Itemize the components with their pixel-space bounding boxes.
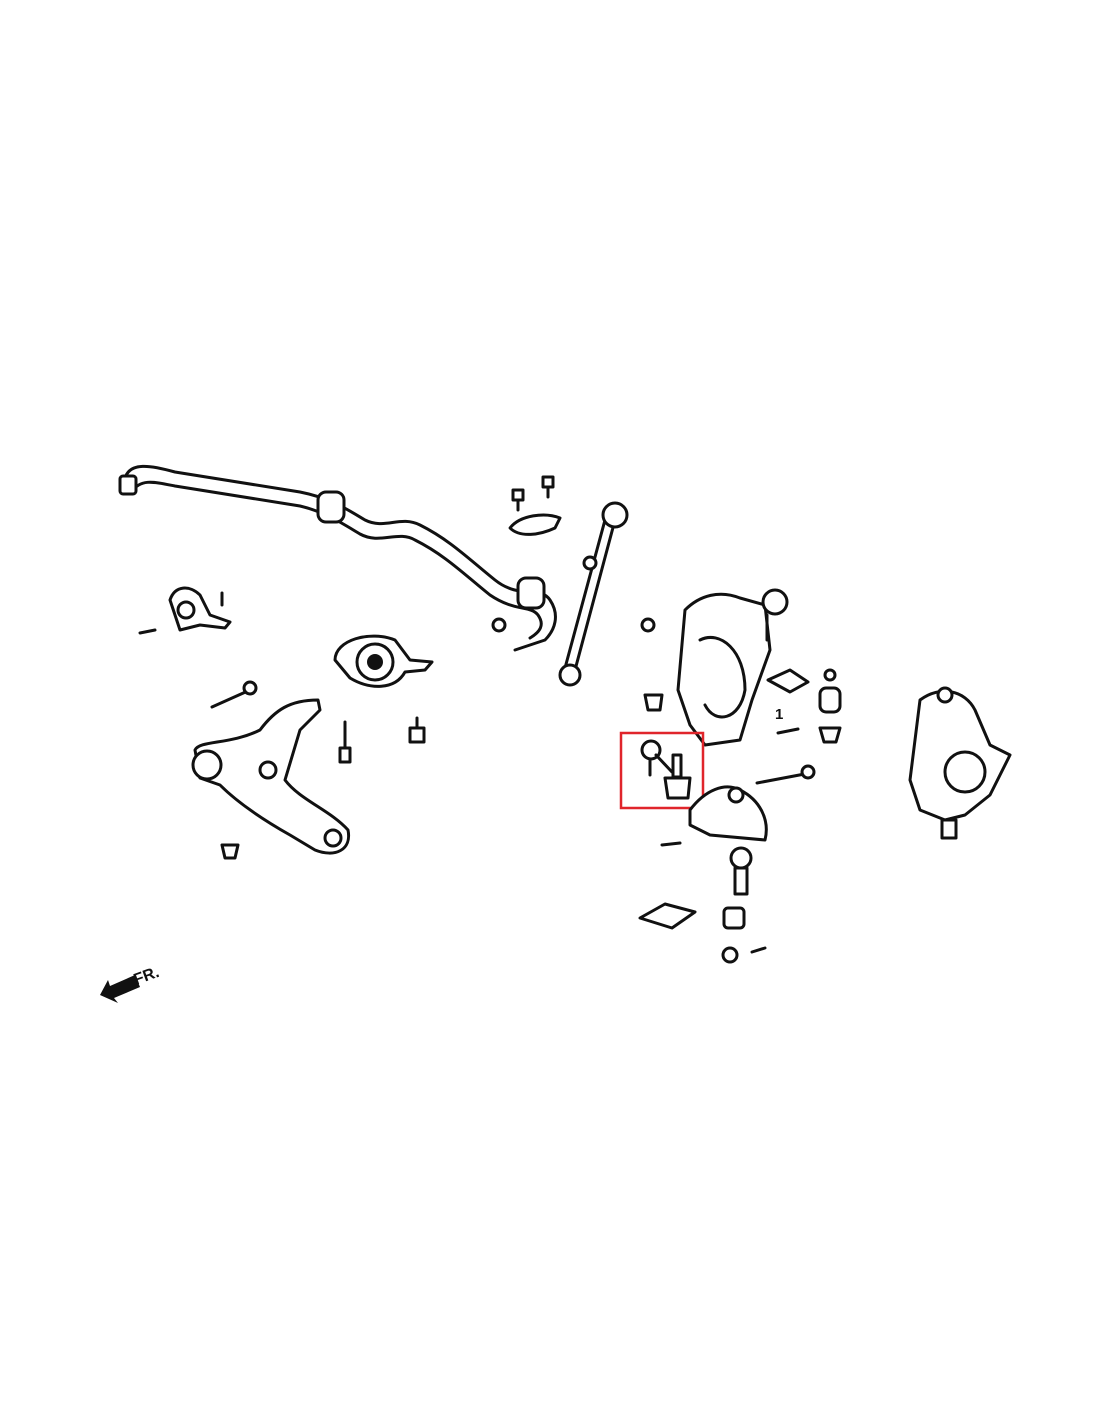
compliance-bracket bbox=[168, 586, 232, 632]
front-direction-indicator: FR. bbox=[100, 964, 162, 1003]
nut bbox=[721, 946, 767, 964]
ball-joint-boot bbox=[818, 668, 842, 744]
lower-control-arm bbox=[191, 698, 351, 855]
nut bbox=[640, 617, 656, 633]
stabilizer-link bbox=[558, 501, 629, 687]
bushing bbox=[722, 906, 746, 930]
shim bbox=[638, 902, 697, 930]
nut bbox=[491, 617, 507, 633]
arrow-left-icon bbox=[100, 975, 140, 1003]
bolt bbox=[210, 680, 258, 709]
bolt bbox=[660, 841, 682, 847]
bracket bbox=[508, 513, 562, 536]
bolt bbox=[755, 764, 816, 785]
upper-ball-joint bbox=[640, 739, 692, 800]
steering-knuckle bbox=[676, 588, 789, 747]
bolt bbox=[776, 727, 800, 735]
bolt bbox=[541, 475, 555, 499]
bolt bbox=[338, 720, 352, 764]
compliance-bushing bbox=[333, 634, 434, 688]
nut bbox=[582, 555, 598, 571]
shim bbox=[766, 668, 810, 694]
steering-knuckle-assembled bbox=[908, 686, 1012, 840]
nut bbox=[220, 843, 240, 860]
bolt bbox=[511, 488, 525, 512]
direction-label: FR. bbox=[132, 964, 162, 989]
nut bbox=[643, 693, 664, 712]
lower-ball-joint bbox=[729, 846, 753, 896]
stabilizer-bar bbox=[118, 464, 557, 652]
bolt bbox=[408, 716, 426, 744]
highlight-box bbox=[619, 731, 705, 810]
part-number-label: 1 bbox=[775, 706, 783, 723]
upper-control-arm bbox=[688, 785, 768, 842]
bolt bbox=[138, 628, 157, 635]
